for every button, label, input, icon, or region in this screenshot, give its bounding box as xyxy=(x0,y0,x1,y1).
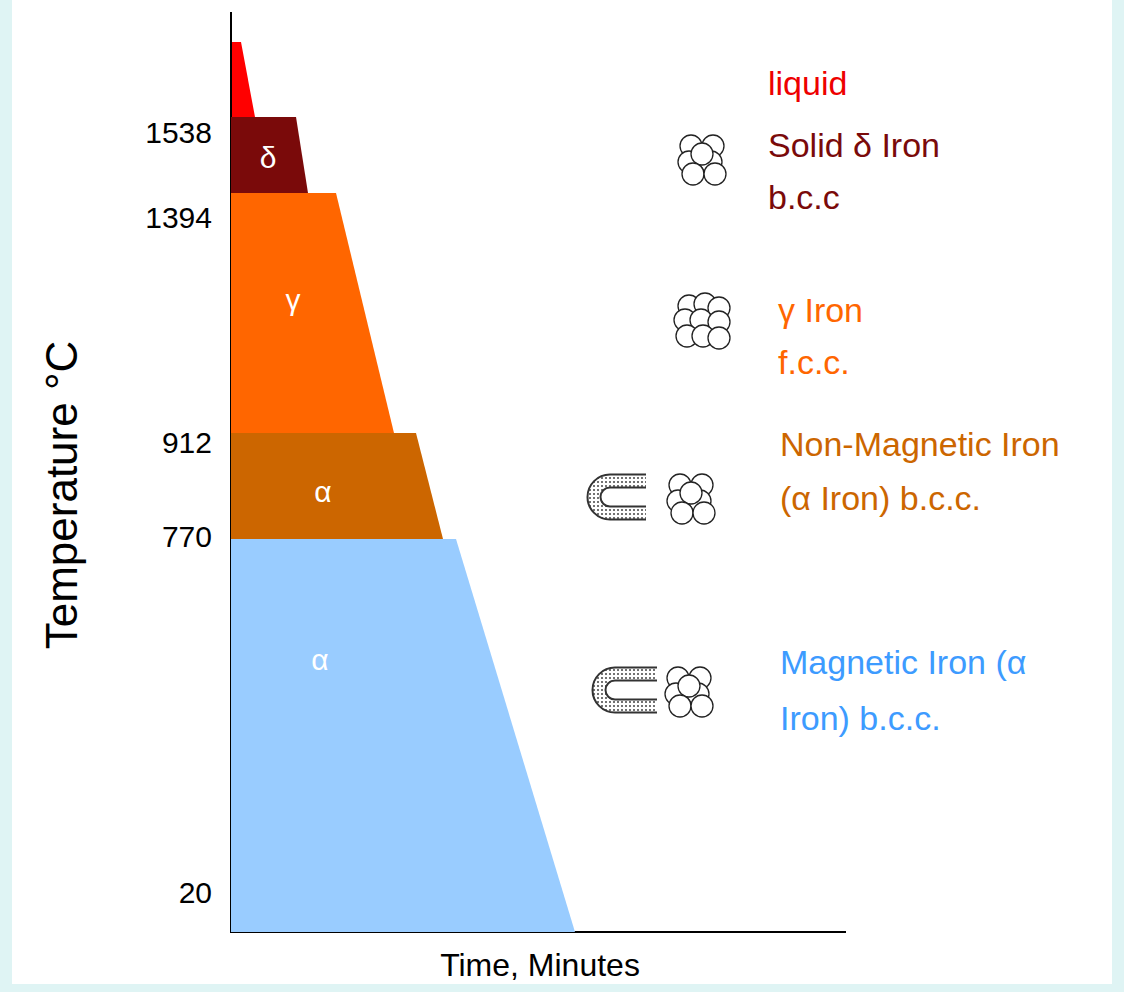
magnet-outline xyxy=(599,674,657,706)
tick-label: 1394 xyxy=(145,201,212,235)
phase-symbol: δ xyxy=(260,141,277,175)
phase-band: α xyxy=(231,539,575,932)
phase-label: liquid xyxy=(768,57,847,109)
phase-label: Non-Magnetic Iron (α Iron) b.c.c. xyxy=(780,417,1090,525)
panel xyxy=(12,0,1112,984)
magnet-symbol xyxy=(599,674,657,706)
band-shape xyxy=(231,539,575,932)
atom xyxy=(678,675,700,697)
atom xyxy=(682,163,704,185)
liquid-band xyxy=(231,42,255,117)
phase-label: Magnetic Iron (α Iron) b.c.c. xyxy=(780,634,1070,746)
axis-title: Temperature °C xyxy=(37,341,87,650)
tick-label: 770 xyxy=(162,520,212,554)
magnet-symbol xyxy=(594,481,646,513)
phase-band: α xyxy=(231,433,443,539)
tick-label: 1538 xyxy=(145,116,212,150)
band-fill xyxy=(231,193,394,433)
band-fill xyxy=(231,117,308,193)
atom xyxy=(691,143,713,165)
atom xyxy=(704,163,726,185)
crystal-icons xyxy=(594,135,730,717)
band-shape xyxy=(231,193,394,433)
phase-symbol: α xyxy=(311,643,328,677)
band-fill xyxy=(231,539,575,932)
phase-symbol: γ xyxy=(286,283,301,317)
atom xyxy=(693,502,715,524)
band-shape xyxy=(231,433,443,539)
phase-band: δ xyxy=(231,117,308,193)
axis-title: Time, Minutes xyxy=(440,947,640,984)
atom xyxy=(669,695,691,717)
atom xyxy=(708,327,730,349)
magnet-outline xyxy=(594,481,646,513)
tick-label: 912 xyxy=(162,426,212,460)
phase-label: γ Iron f.c.c. xyxy=(778,284,928,388)
atom xyxy=(671,502,693,524)
atom xyxy=(691,695,713,717)
band-fill xyxy=(231,433,443,539)
atom xyxy=(680,482,702,504)
phase-band: γ xyxy=(231,193,394,433)
phase-symbol: α xyxy=(314,475,331,509)
phase-label: Solid δ Iron b.c.c xyxy=(768,119,978,223)
tick-label: 20 xyxy=(179,876,212,910)
